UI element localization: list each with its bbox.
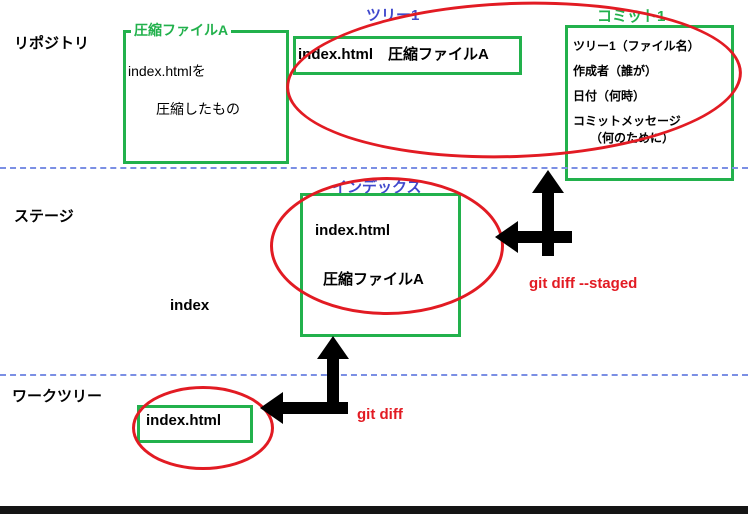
arrow-up-index-to-commit bbox=[532, 170, 564, 256]
index-box: index.html 圧縮ファイルA bbox=[300, 193, 461, 337]
separator-repo-stage bbox=[0, 167, 748, 169]
commit-line-author: 作成者（誰が） bbox=[573, 64, 658, 78]
commit-line-tree: ツリー1（ファイル名） bbox=[573, 39, 700, 53]
section-label-worktree: ワークツリー bbox=[12, 388, 103, 405]
commit-line-message: コミットメッセージ bbox=[573, 114, 681, 128]
tree-box-title: ツリー1 bbox=[366, 7, 420, 24]
index-box-line1: index.html bbox=[315, 222, 391, 239]
compressed-file-box-title: 圧縮ファイルA bbox=[131, 20, 232, 40]
section-label-stage: ステージ bbox=[14, 208, 74, 225]
arrow-left-commit-to-index bbox=[495, 221, 572, 253]
index-box-line2: 圧縮ファイルA bbox=[323, 271, 424, 288]
worktree-box-content: index.html bbox=[146, 412, 222, 429]
compressed-file-line2: 圧縮したもの bbox=[156, 101, 240, 117]
compressed-file-box: index.htmlを 圧縮したもの bbox=[123, 30, 289, 164]
compressed-file-line1: index.htmlを bbox=[128, 63, 206, 79]
arrow-left-index-to-worktree bbox=[260, 392, 348, 424]
worktree-box: index.html bbox=[137, 405, 253, 443]
tree-box-content: index.html 圧縮ファイルA bbox=[298, 46, 489, 63]
bottom-edge-bar bbox=[0, 506, 748, 514]
arrow-up-worktree-to-index bbox=[317, 336, 349, 402]
commit-box: ツリー1（ファイル名） 作成者（誰が） 日付（何時） コミットメッセージ （何の… bbox=[565, 25, 734, 181]
section-label-repository: リポジトリ bbox=[14, 35, 90, 52]
index-caption: index bbox=[170, 297, 210, 314]
separator-stage-worktree bbox=[0, 374, 748, 376]
commit-line-message-2: （何のために） bbox=[590, 131, 675, 145]
commit-line-date: 日付（何時） bbox=[573, 89, 646, 103]
git-diff-staged-label: git diff --staged bbox=[529, 275, 638, 292]
tree-box: index.html 圧縮ファイルA bbox=[293, 36, 522, 75]
commit-box-title: コミット1 bbox=[597, 8, 666, 25]
index-box-title: インデックス bbox=[332, 179, 422, 196]
git-diff-label: git diff bbox=[357, 406, 403, 423]
